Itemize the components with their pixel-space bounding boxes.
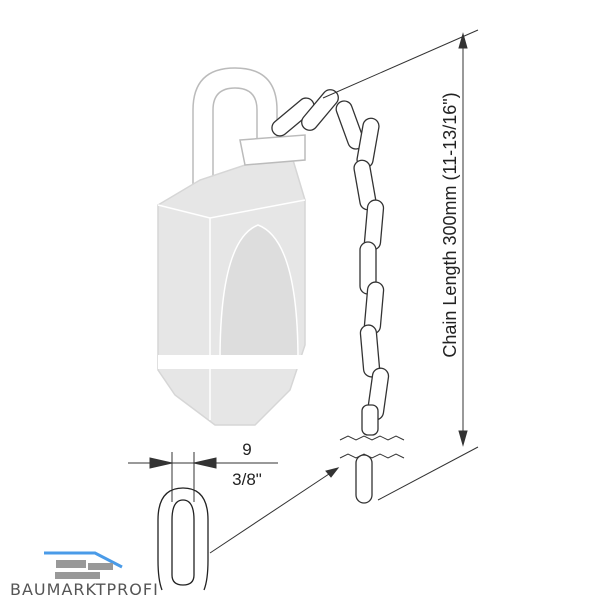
link-width-dimension (128, 452, 278, 502)
link-width-mm: 9 (242, 440, 251, 459)
chain-length-label: Chain Length 300mm (11-13/16") (440, 92, 460, 357)
link-detail (157, 487, 209, 591)
logo-text: BAUMARKTPROFI (10, 580, 159, 599)
padlock-body (157, 134, 306, 426)
chain-length-dimension (209, 29, 479, 554)
link-width-in: 3/8" (232, 470, 262, 489)
chain (271, 89, 405, 504)
logo-icon (44, 551, 123, 579)
